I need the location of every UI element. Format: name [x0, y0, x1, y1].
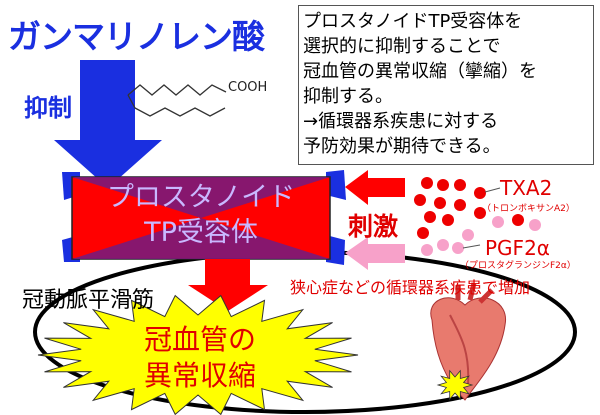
info-line: 予防効果が期待できる。 — [303, 136, 501, 157]
increase-label: 狭心症などの循環器系疾患で増加 — [290, 278, 531, 297]
pgf2a-label: PGF2α — [485, 236, 550, 260]
spasm-line2: 異常収縮 — [143, 359, 256, 392]
receptor-overlay — [72, 177, 330, 218]
suppress-label: 抑制 — [24, 94, 72, 122]
info-line: 選択的に抑制することで — [303, 36, 501, 57]
contraction-arrow — [188, 259, 268, 311]
pgf2a-leader — [462, 244, 481, 249]
heart-icon — [430, 282, 506, 401]
txa2-label: TXA2 — [500, 176, 553, 200]
molecule-cooh-label: COOH — [228, 80, 268, 95]
receptor-line2: TP受容体 — [144, 217, 258, 248]
spasm-starburst — [37, 294, 359, 415]
pgf2a-arrow — [345, 237, 405, 270]
pgf2a-sub-label: （プロスタグランジンF2α） — [460, 261, 576, 271]
info-line: 冠血管の異常収縮（攣縮）を — [303, 61, 537, 82]
info-line: プロスタノイドTP受容体を — [303, 11, 523, 32]
heart-spasm-burst — [436, 369, 474, 401]
receptor-overlay — [72, 218, 330, 259]
spasm-label: 冠血管の 異常収縮 — [100, 322, 300, 394]
smooth-muscle-label: 冠動脈平滑筋 — [22, 288, 155, 313]
info-line: →循環器系疾患に対する — [303, 111, 499, 132]
txa2-leader — [484, 187, 501, 193]
page-title: ガンマリノレン酸 — [8, 17, 265, 56]
suppress-arrow — [54, 60, 162, 188]
spasm-line1: 冠血管の — [143, 323, 256, 356]
blue-wedge — [326, 170, 346, 200]
pgf2a-dots — [421, 216, 541, 256]
stimulus-label: 刺激 — [348, 212, 399, 241]
receptor-line1: プロスタノイド — [106, 182, 296, 213]
info-line: 抑制する。 — [303, 86, 393, 107]
molecule-chain-top — [127, 84, 227, 96]
txa2-dots — [414, 177, 524, 239]
txa2-sub-label: （トロンボキサンA2） — [482, 204, 575, 214]
molecule-chain-bottom — [127, 94, 226, 117]
info-box: プロスタノイドTP受容体を 選択的に抑制することで 冠血管の異常収縮（攣縮）を … — [298, 5, 594, 165]
receptor-label: プロスタノイド TP受容体 — [70, 180, 332, 250]
txa2-arrow — [345, 170, 405, 205]
